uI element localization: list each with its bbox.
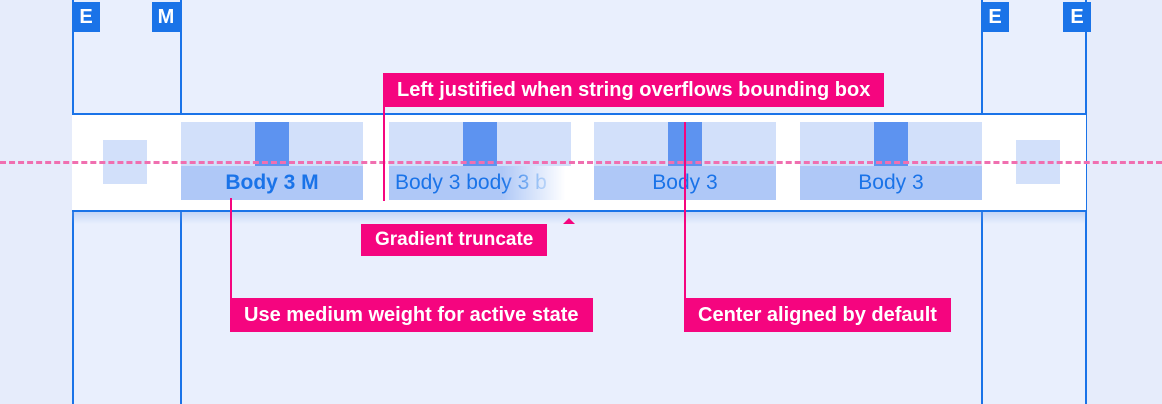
tab-item-4[interactable]: Body 3 <box>800 122 982 200</box>
annotation-gradient-notch-icon <box>563 218 575 224</box>
badge-e-left-outer: E <box>72 2 100 32</box>
tab-item-label: Body 3 <box>800 166 982 200</box>
badge-e-right-inner: E <box>981 2 1009 32</box>
tab-item-1[interactable]: Body 3 M <box>181 122 363 200</box>
leader-line-overflow <box>383 73 385 201</box>
leader-line-center-aligned <box>684 122 686 300</box>
annotation-active-weight: Use medium weight for active state <box>230 298 593 332</box>
tab-icon-placeholder-icon <box>463 122 497 166</box>
background-band-left-outer <box>0 0 72 404</box>
tab-item-label: Body 3 body 3 b <box>389 166 571 200</box>
tab-item-2[interactable]: Body 3 body 3 b <box>389 122 571 200</box>
tab-item-label: Body 3 M <box>181 166 363 200</box>
guide-line-right-outer <box>1085 0 1087 404</box>
annotation-center-aligned: Center aligned by default <box>684 298 951 332</box>
card-shadow <box>72 210 1086 224</box>
badge-m-left-inner: M <box>152 2 180 32</box>
tab-icon-placeholder-icon <box>874 122 908 166</box>
badge-e-right-outer: E <box>1063 2 1091 32</box>
annotation-overflow: Left justified when string overflows bou… <box>383 73 885 107</box>
tab-icon-placeholder-icon <box>255 122 289 166</box>
annotation-gradient-truncate: Gradient truncate <box>361 224 548 256</box>
leader-line-active-weight <box>230 198 232 300</box>
baseline-guide <box>0 161 1162 164</box>
background-band-right-outer <box>1086 0 1162 404</box>
